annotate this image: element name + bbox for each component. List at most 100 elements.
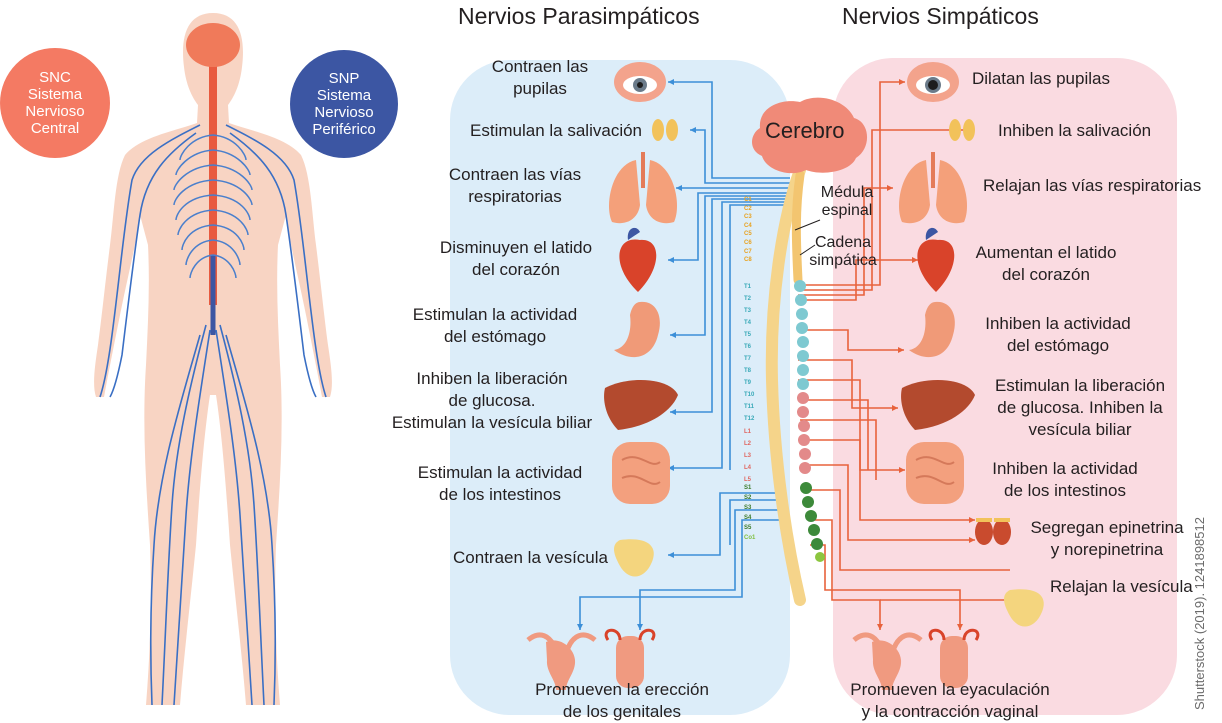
vertebra-label: T3 — [744, 307, 751, 315]
vertebra-label: C7 — [744, 248, 752, 256]
para-label-heart: Disminuyen el latido del corazón — [418, 237, 614, 281]
para-liver-icon — [604, 380, 678, 430]
para-intestines-icon — [612, 442, 670, 504]
vertebra-label: T12 — [744, 415, 754, 423]
vertebra-label: L5 — [744, 476, 751, 484]
para-stomach-line-1: Estimulan la actividad — [390, 304, 600, 326]
parasympathetic-nerve-lines — [580, 82, 794, 630]
symp-glucose-line-1: Estimulan la liberación — [980, 375, 1180, 397]
para-label-glucose: Inhiben la liberación de glucosa. Estimu… — [380, 368, 604, 434]
symp-label-adrenal: Segregan epinetrina y norepinetrina — [1022, 517, 1192, 561]
para-genitals-line-1: Promueven la erección — [520, 679, 724, 701]
symp-heart-line-2: del corazón — [956, 264, 1136, 286]
para-pupils-line-1: Contraen las — [470, 56, 610, 78]
medula-line-1: Médula — [815, 184, 879, 202]
vertebra-label: T9 — [744, 379, 751, 387]
symp-bladder-icon — [1004, 589, 1044, 626]
para-bladder-line-1: Contraen la vesícula — [400, 547, 608, 569]
vertebra-label: Co1 — [744, 534, 755, 542]
medula-line-2: espinal — [815, 202, 879, 220]
para-stomach-icon — [614, 302, 660, 357]
vertebra-label: T2 — [744, 295, 751, 303]
symp-glucose-line-3: vesícula biliar — [980, 419, 1180, 441]
vertebra-label: S3 — [744, 504, 751, 512]
para-intestines-line-2: de los intestinos — [400, 484, 600, 506]
symp-adrenal-icon — [975, 519, 1011, 545]
cadena-label: Cadena simpática — [806, 234, 880, 270]
vertebra-label: T11 — [744, 403, 754, 411]
vertebra-label: T6 — [744, 343, 751, 351]
vertebra-label: C3 — [744, 213, 752, 221]
symp-label-heart: Aumentan el latido del corazón — [956, 242, 1136, 286]
para-respiratory-line-2: respiratorias — [425, 186, 605, 208]
vertebra-label: T8 — [744, 367, 751, 375]
para-label-pupils: Contraen las pupilas — [470, 56, 610, 100]
symp-label-glucose: Estimulan la liberación de glucosa. Inhi… — [980, 375, 1180, 441]
symp-label-stomach: Inhiben la actividad del estómago — [968, 313, 1148, 357]
symp-pupils-line-1: Dilatan las pupilas — [972, 68, 1182, 90]
vertebra-label: C5 — [744, 230, 752, 238]
symp-bladder-line-1: Relajan la vesícula — [1050, 576, 1200, 598]
para-label-salivation: Estimulan la salivación — [420, 120, 642, 142]
symp-respiratory-line-1: Relajan las vías respiratorias — [983, 175, 1219, 197]
vertebra-label: S1 — [744, 484, 751, 492]
symp-heart-line-1: Aumentan el latido — [956, 242, 1136, 264]
vertebra-label: T5 — [744, 331, 751, 339]
symp-label-salivation: Inhiben la salivación — [998, 120, 1208, 142]
vertebra-label: C4 — [744, 222, 752, 230]
para-genitals-line-2: de los genitales — [520, 701, 724, 723]
para-pupils-line-2: pupilas — [470, 78, 610, 100]
para-heart-line-2: del corazón — [418, 259, 614, 281]
symp-eye-icon — [907, 62, 959, 102]
image-credit: Shutterstock (2019). 1241898512 — [1192, 450, 1207, 710]
para-heart-icon — [619, 228, 656, 292]
para-glucose-line-1: Inhiben la liberación — [380, 368, 604, 390]
symp-liver-icon — [901, 380, 975, 430]
vertebra-label: L1 — [744, 428, 751, 436]
sympathetic-chain — [796, 175, 800, 280]
para-label-intestines: Estimulan la actividad de los intestinos — [400, 462, 600, 506]
vertebra-label: C6 — [744, 239, 752, 247]
vertebra-label: C8 — [744, 256, 752, 264]
cerebro-label: Cerebro — [765, 120, 844, 142]
para-label-respiratory: Contraen las vías respiratorias — [425, 164, 605, 208]
para-salivary-icon — [652, 119, 678, 141]
vertebra-label: S4 — [744, 514, 751, 522]
para-glucose-line-2: de glucosa. — [380, 390, 604, 412]
symp-intestines-line-2: de los intestinos — [975, 480, 1155, 502]
symp-adrenal-line-2: y norepinetrina — [1022, 539, 1192, 561]
para-label-genitals: Promueven la erección de los genitales — [520, 679, 724, 723]
vertebra-label: S2 — [744, 494, 751, 502]
para-label-bladder: Contraen la vesícula — [400, 547, 608, 569]
para-glucose-line-3: Estimulan la vesícula biliar — [380, 412, 604, 434]
medula-label: Médula espinal — [815, 184, 879, 220]
vertebra-label: T1 — [744, 283, 751, 291]
para-heart-line-1: Disminuyen el latido — [418, 237, 614, 259]
symp-adrenal-line-1: Segregan epinetrina — [1022, 517, 1192, 539]
symp-genitals-line-2: y la contracción vaginal — [840, 701, 1060, 723]
vertebra-label: L3 — [744, 452, 751, 460]
symp-stomach-line-2: del estómago — [968, 335, 1148, 357]
para-eye-icon — [614, 62, 666, 102]
symp-genitals-line-1: Promueven la eyaculación — [840, 679, 1060, 701]
symp-salivation-line-1: Inhiben la salivación — [998, 120, 1208, 142]
para-label-stomach: Estimulan la actividad del estómago — [390, 304, 600, 348]
vertebra-label: S5 — [744, 524, 751, 532]
symp-label-genitals: Promueven la eyaculación y la contracció… — [840, 679, 1060, 723]
vertebra-label: T7 — [744, 355, 751, 363]
symp-intestines-line-1: Inhiben la actividad — [975, 458, 1155, 480]
para-intestines-line-1: Estimulan la actividad — [400, 462, 600, 484]
symp-glucose-line-2: de glucosa. Inhiben la — [980, 397, 1180, 419]
para-stomach-line-2: del estómago — [390, 326, 600, 348]
symp-label-intestines: Inhiben la actividad de los intestinos — [975, 458, 1155, 502]
vertebra-label: T10 — [744, 391, 754, 399]
vertebra-label: C1 — [744, 196, 752, 204]
symp-heart-icon — [917, 228, 954, 292]
vertebra-label: C2 — [744, 205, 752, 213]
cadena-line-1: Cadena — [806, 234, 880, 252]
symp-stomach-icon — [909, 302, 955, 357]
para-salivation-line-1: Estimulan la salivación — [420, 120, 642, 142]
symp-label-pupils: Dilatan las pupilas — [972, 68, 1182, 90]
para-bladder-icon — [614, 539, 654, 576]
